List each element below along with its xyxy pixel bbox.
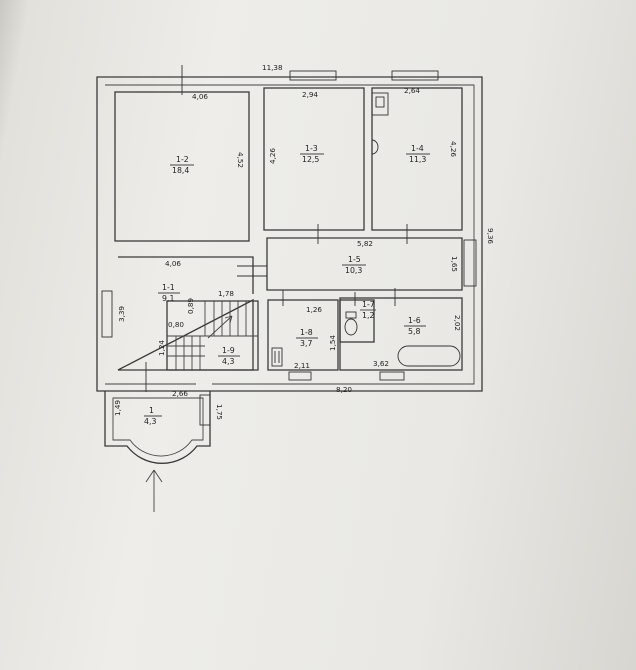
svg-text:1-4: 1-4 — [411, 144, 424, 153]
dim-r11-top: 4,06 — [165, 259, 181, 268]
dim-r16-bottom: 3,62 — [373, 359, 389, 368]
wc-fixture — [344, 311, 358, 336]
stair-arrow-icon — [207, 315, 233, 339]
dim-r13-left: 4,26 — [268, 148, 277, 164]
room-1-4-outline — [371, 87, 463, 231]
dim-r11-left: 3,39 — [117, 306, 126, 322]
dim-stair-c: 1,24 — [157, 340, 166, 356]
svg-text:1-6: 1-6 — [408, 316, 421, 325]
svg-text:4,3: 4,3 — [144, 417, 156, 426]
room-label-1-9: 1-9 4,3 — [218, 346, 240, 366]
dim-bottom-width: 8,20 — [336, 385, 352, 394]
room-label-porch: 1 4,3 — [144, 406, 162, 426]
svg-text:11,3: 11,3 — [409, 155, 426, 164]
dim-r18-right: 1,54 — [328, 335, 337, 351]
svg-text:1-7: 1-7 — [362, 300, 375, 309]
dim-porch-top: 2,66 — [172, 389, 188, 398]
dim-corridor-right: 1,65 — [450, 256, 459, 272]
room-1-6-outline — [339, 297, 463, 371]
svg-text:1-9: 1-9 — [222, 346, 235, 355]
boiler-fixture — [271, 347, 283, 367]
room-1-8-outline — [267, 299, 339, 371]
dim-porch-right: 1,75 — [215, 404, 224, 420]
svg-text:3,7: 3,7 — [300, 339, 312, 348]
svg-text:9,1: 9,1 — [162, 294, 174, 303]
svg-text:1-1: 1-1 — [162, 283, 175, 292]
room-label-1-5: 1-5 10,3 — [342, 255, 366, 275]
room-1-3-outline — [263, 87, 365, 231]
dim-r13-top: 2,94 — [302, 90, 318, 99]
dim-overall-height: 9,36 — [486, 228, 495, 244]
room-label-1-8: 1-8 3,7 — [296, 328, 318, 348]
dim-stair-b: 0,80 — [168, 320, 184, 329]
room-label-1-6: 1-6 5,8 — [404, 316, 426, 336]
svg-text:1-8: 1-8 — [300, 328, 313, 337]
stair-outline — [166, 300, 259, 371]
room-1-5-outline — [266, 237, 463, 291]
svg-text:5,8: 5,8 — [408, 327, 420, 336]
svg-text:10,3: 10,3 — [345, 266, 362, 275]
svg-text:1-5: 1-5 — [348, 255, 361, 264]
sink-fixture — [371, 92, 389, 116]
dim-r18-top: 1,26 — [306, 305, 322, 314]
room-label-1-1: 1-1 9,1 — [158, 283, 180, 303]
dim-corridor-top: 5,82 — [357, 239, 373, 248]
dim-porch-left: 1,49 — [113, 400, 122, 416]
window-marks — [101, 65, 477, 426]
svg-text:1-2: 1-2 — [176, 155, 189, 164]
room-label-1-3: 1-3 12,5 — [300, 144, 324, 164]
room-label-1-2: 1-2 18,4 — [170, 155, 194, 175]
svg-text:18,4: 18,4 — [172, 166, 189, 175]
svg-text:1-3: 1-3 — [305, 144, 318, 153]
porch-inner — [112, 397, 204, 457]
porch-outline — [104, 391, 211, 464]
stair-steps — [167, 301, 258, 370]
svg-text:1,2: 1,2 — [362, 311, 374, 320]
dim-stair-a: 0,89 — [186, 298, 195, 314]
dim-r18-bottom: 2,11 — [294, 361, 310, 370]
entry-arrow-icon — [145, 469, 163, 512]
svg-text:1: 1 — [149, 406, 154, 415]
svg-text:12,5: 12,5 — [302, 155, 319, 164]
dim-overall-width: 11,38 — [262, 63, 283, 72]
dim-stair-width: 1,78 — [218, 289, 234, 298]
outer-wall-inner — [105, 84, 475, 385]
dim-r14-right: 4,26 — [449, 141, 458, 157]
dim-r14-top: 2,64 — [404, 86, 420, 95]
toilet-fixture — [371, 139, 379, 155]
bathtub-fixture — [397, 345, 461, 367]
dim-r12-right: 4,52 — [236, 152, 245, 168]
dim-r12-top: 4,06 — [192, 92, 208, 101]
room-label-1-4: 1-4 11,3 — [406, 144, 430, 164]
outer-wall — [96, 76, 483, 392]
svg-text:4,3: 4,3 — [222, 357, 234, 366]
room-label-1-7: 1-7 1,2 — [360, 300, 376, 320]
dim-r16-right: 2,02 — [453, 315, 462, 331]
